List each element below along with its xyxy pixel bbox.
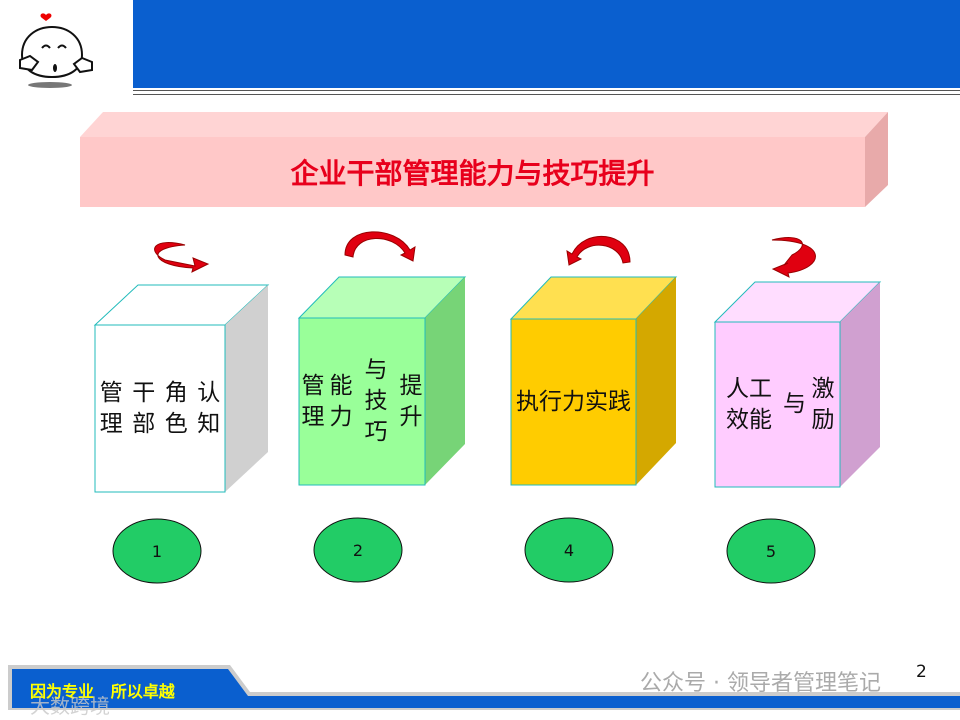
- cube-label: 人工效能与激励: [715, 322, 840, 487]
- page-number: 2: [916, 662, 927, 682]
- cube-label-line: 管理: [301, 372, 325, 430]
- cube-4: [713, 281, 882, 488]
- cube-label-line: 管理: [99, 379, 123, 437]
- watermark-text: 公众号 · 领导者管理笔记: [640, 671, 881, 696]
- cube-3: [509, 276, 678, 486]
- cube-label-line: 角色: [164, 379, 188, 437]
- watermark-text-2: 大数跨境: [30, 694, 110, 718]
- cycle-arrow-icon: [344, 231, 416, 262]
- cycle-arrow-icon: [154, 242, 210, 273]
- cycle-arrow-icon: [566, 235, 631, 266]
- step-number: 1: [151, 541, 163, 561]
- cube-label: 管理干部角色认知: [95, 325, 225, 492]
- cycle-arrow-icon: [771, 237, 816, 278]
- cube-label-line: 实践: [585, 388, 631, 415]
- cube-label-line: 认知: [197, 379, 221, 437]
- cube-label-line: 能力: [329, 372, 353, 430]
- step-ellipse: [726, 518, 816, 584]
- footer-bar: [8, 665, 960, 710]
- page-title: 企业干部管理能力与技巧提升: [290, 157, 655, 190]
- cube-1: [93, 284, 270, 493]
- cube-label-line: 提升: [399, 372, 423, 430]
- cube-label-line: 干部: [132, 379, 156, 437]
- header-bar: [133, 0, 960, 88]
- mascot-logo: [19, 13, 93, 88]
- cube-label-line: 执行力: [516, 388, 585, 415]
- step-number: 2: [352, 540, 364, 560]
- cube-label-line: 与技巧: [364, 357, 388, 445]
- step-ellipse: [524, 517, 614, 583]
- step-ellipse: [313, 517, 403, 583]
- cube-label-line: 与: [783, 391, 806, 417]
- step-number: 4: [563, 540, 575, 560]
- step-number: 5: [765, 541, 777, 561]
- header-divider: [133, 90, 960, 95]
- cube-2: [297, 276, 467, 486]
- cube-label-line: 激励: [811, 375, 835, 433]
- cube-label-line: 人工效能: [726, 375, 772, 433]
- step-ellipse: [112, 518, 202, 584]
- cube-label: 执行力实践: [511, 319, 636, 485]
- cube-label: 管理能力与技巧提升: [299, 318, 425, 485]
- footer-slogan: 因为专业 所以卓越: [30, 682, 175, 701]
